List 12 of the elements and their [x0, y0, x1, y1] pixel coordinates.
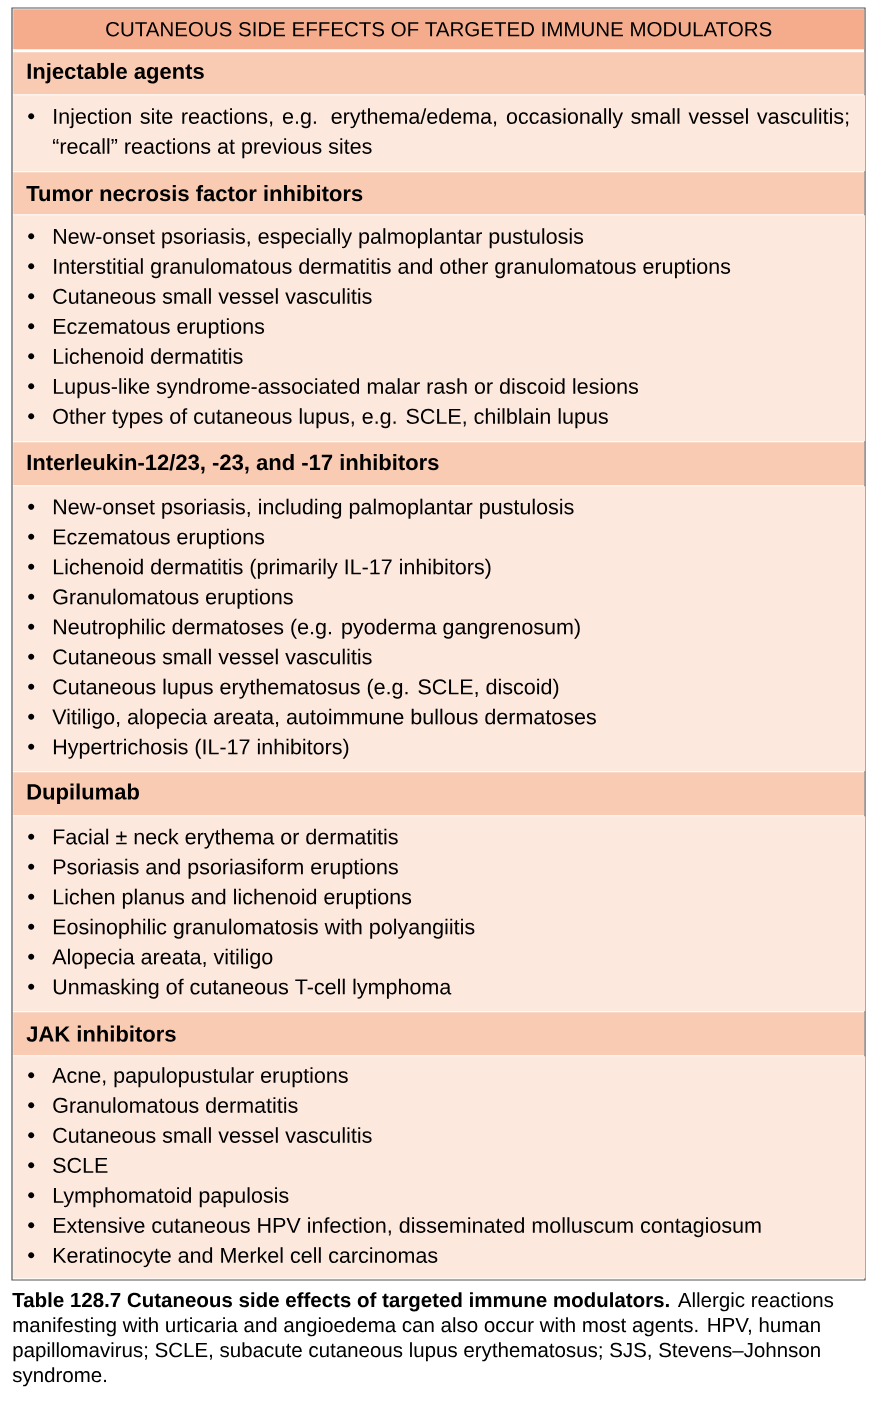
table-cell: New-onset psoriasis, including palmoplantar pustulosis Eczematous eruptions Lichenoid dermatitis (primarily IL-17 inhibitors) Granulomatous eruptions Neutrophilic dermatoses (e.g. pyoderma gangrenosum) Cutaneous small vessel vasculitis Cutaneous lupus erythematosus (e.g. SCLE, discoid) Vitiligo, alopecia areata, autoimmune bullous dermatoses Hypertrichosis (IL-17 inhibitors): [13, 486, 866, 772]
title-bar: CUTANEOUS SIDE EFFECTS OF TARGETED IMMUNE MODULATORS: [13, 9, 865, 50]
table-cell: Facial ± neck erythema or dermatitis Psoriasis and psoriasiform eruptions Lichen planus and lichenoid eruptions Eosinophilic granulomatosis with polyangiitis Alopecia areata, vitiligo Unmasking of cutaneous T-cell lymphoma: [13, 816, 866, 1012]
section-header: JAK inhibitors: [13, 1012, 865, 1056]
section-header: Injectable agents: [13, 52, 865, 95]
table-cell: Injection site reactions, e.g. erythema/edema, occasionally small vessel vasculitis; “recall” reactions at previous sites: [13, 95, 866, 172]
section-header: Tumor necrosis factor inhibitors: [13, 172, 865, 215]
section-header: Dupilumab: [13, 772, 865, 816]
table-cell: New-onset psoriasis, especially palmoplantar pustulosis Interstitial granulomatous dermatitis and other granulomatous eruptions Cutaneous small vessel vasculitis Eczematous eruptions Lichenoid dermatitis Lupus-like syndrome-associated malar rash or discoid lesions Other types of cutaneous lupus, e.g. SCLE, chilblain lupus: [13, 215, 866, 442]
caption: Table 128.7 Cutaneous side effects of targeted immune modulators. Allergic reactions manifesting with urticaria and angioedema can also occur with most agents. HPV, human papillomavirus; SCLE, subacute cutaneous lupus erythematosus; SJS, Stevens–Johnson syndrome.: [12, 1292, 834, 1387]
table-cell: Acne, papulopustular eruptions Granulomatous dermatitis Cutaneous small vessel vasculitis SCLE Lymphomatoid papulosis Extensive cutaneous HPV infection, disseminated molluscum contagiosum Keratinocyte and Merkel cell carcinomas: [13, 1056, 866, 1279]
section-header: Interleukin-12/23, -23, and -17 inhibitors: [13, 442, 865, 486]
